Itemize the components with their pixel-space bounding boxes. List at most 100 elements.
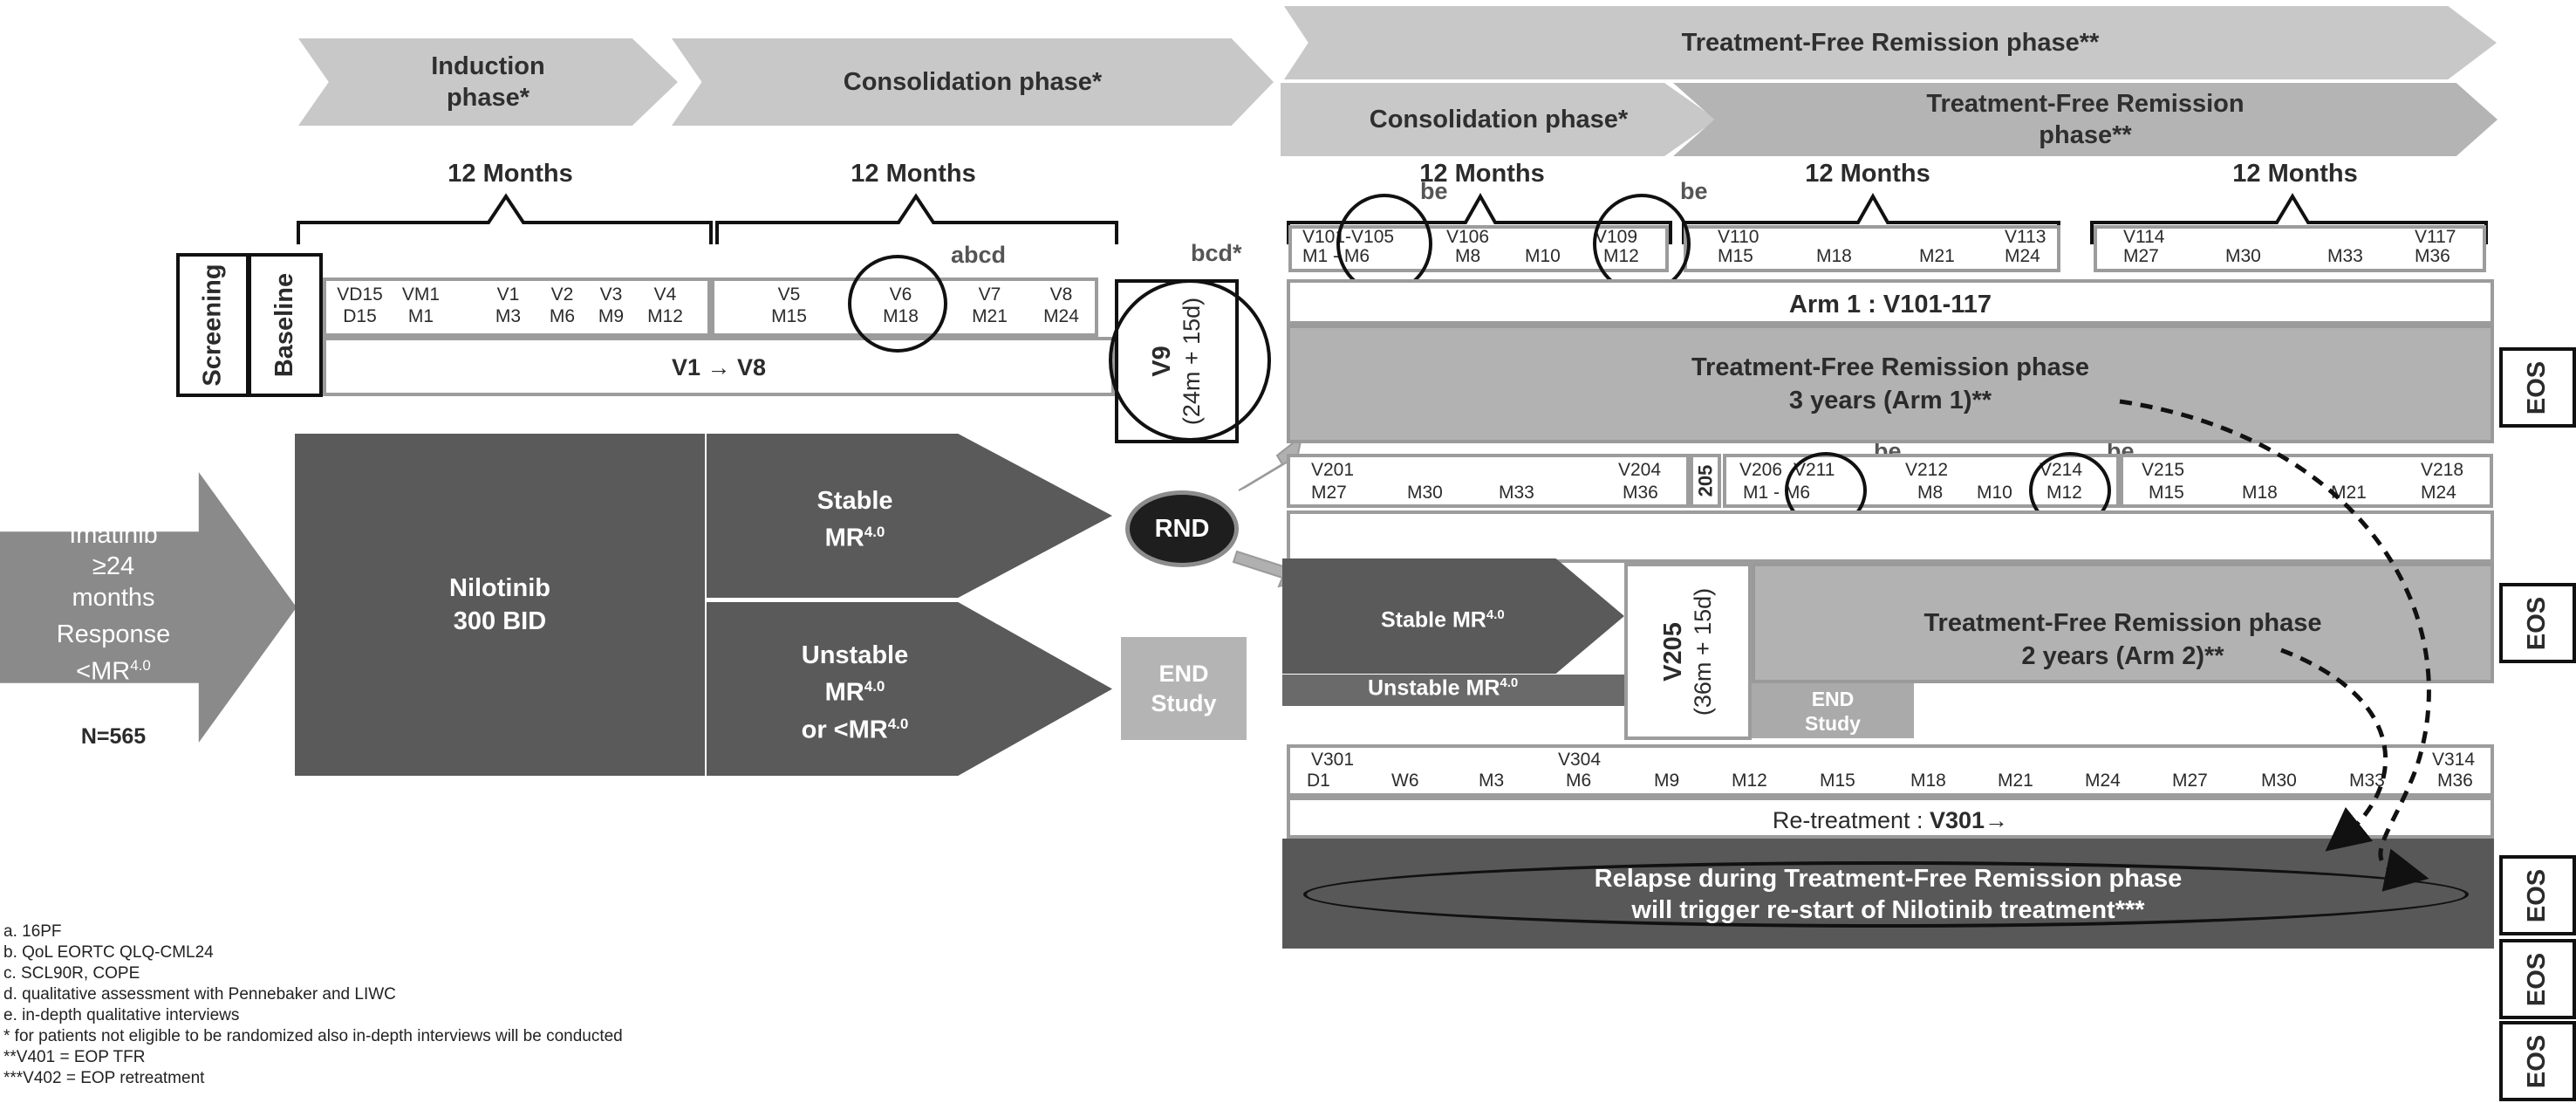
- response-criterion: <MR4.0: [76, 657, 151, 686]
- visit-code: V106: [1446, 227, 1490, 247]
- visit-month: M30: [2225, 246, 2261, 266]
- visit-month: M15: [771, 306, 807, 326]
- stable-branch-label: Stable: [817, 487, 893, 515]
- duration-label: 12 Months: [851, 160, 976, 188]
- imatinib-label: Imatinib: [69, 521, 158, 549]
- induction-phase-chevron: Induction phase*: [298, 38, 678, 126]
- visit-month: M24: [2005, 246, 2040, 266]
- relapse-ellipse: [1303, 861, 2469, 928]
- visit-code: V110: [1718, 227, 1759, 247]
- visit-code: V215: [2142, 460, 2185, 480]
- visit-code: V4: [653, 284, 677, 305]
- visit-month: M21: [1998, 771, 2033, 791]
- eos-box: EOS: [2499, 1021, 2576, 1101]
- visit-summary-label: V1 → V8: [671, 354, 767, 380]
- footnote: e. in-depth qualitative interviews: [3, 1006, 240, 1024]
- consolidation-phase-chevron-right: Consolidation phase*: [1281, 83, 1717, 156]
- eos-box: EOS: [2499, 583, 2576, 663]
- assessment-mark-bcd: bcd*: [1191, 240, 1242, 266]
- arm1-title-box: Arm 1 : V101-117: [1287, 279, 2494, 325]
- visit-month: M21: [2331, 483, 2367, 503]
- footnote: d. qualitative assessment with Pennebake…: [3, 985, 396, 1004]
- duration-label: 12 Months: [448, 160, 573, 188]
- visit-month: M36: [2437, 771, 2473, 791]
- visit-month: M10: [1525, 246, 1561, 266]
- eos-box: EOS: [2499, 347, 2576, 428]
- visit-month: M24: [1043, 306, 1079, 326]
- consolidation-phase-chevron-left: Consolidation phase*: [672, 38, 1274, 126]
- visit-code: VD15: [337, 284, 383, 305]
- visit-month: M3: [495, 306, 522, 326]
- footnote: * for patients not eligible to be random…: [3, 1027, 623, 1045]
- arm2-end-study-label: END Study: [1805, 687, 1861, 735]
- footnote: **V401 = EOP TFR: [3, 1048, 146, 1066]
- duration-label: 12 Months: [2232, 160, 2358, 188]
- visit-month: M15: [2149, 483, 2184, 503]
- visit-month: M9: [1654, 771, 1680, 791]
- relapse-line1: Relapse during Treatment-Free Remission …: [1594, 865, 2183, 893]
- retreatment-label: Re-treatment : V301→: [1772, 807, 2009, 833]
- visit-code: V8: [1049, 284, 1073, 305]
- imatinib-text: Imatinib ≥24 months Response <MR4.0: [0, 519, 227, 688]
- tfr-phase-label-top: Treatment-Free Remission phase**: [1681, 29, 2100, 57]
- visit-code: V7: [978, 284, 1001, 305]
- visit-month: M15: [1820, 771, 1855, 791]
- retreatment-label-box: Re-treatment : V301→: [1287, 797, 2494, 839]
- nilotinib-block: Nilotinib 300 BID: [295, 434, 705, 776]
- arm2-tfr-line2: 2 years (Arm 2)**: [2021, 642, 2224, 670]
- response-label: Response: [56, 620, 171, 648]
- stable-mr-arrow: [1282, 558, 1624, 674]
- footnote: ***V402 = EOP retreatment: [3, 1069, 205, 1087]
- visit-month: M21: [972, 306, 1008, 326]
- visit-month: M12: [647, 306, 683, 326]
- visit-month: M36: [1623, 483, 1658, 503]
- visit-code: V314: [2432, 750, 2476, 770]
- arm1-visit-block-3: [2094, 225, 2486, 272]
- consolidation-phase-label-left: Consolidation phase*: [843, 68, 1103, 96]
- stable-branch-mr: MR: [824, 524, 864, 552]
- arm1-title: Arm 1 : V101-117: [1788, 291, 1992, 319]
- arm1-visit-block-2: [1684, 225, 2060, 272]
- visit-month: D1: [1307, 771, 1330, 791]
- arm2-visit-block-1: [1287, 454, 1690, 508]
- assessment-circle: [1109, 279, 1271, 442]
- visit-month: M21: [1919, 246, 1955, 266]
- visit-month: M18: [2242, 483, 2278, 503]
- visit-month: M24: [2085, 771, 2121, 791]
- arm2-tfr-line1: Treatment-Free Remission phase: [1923, 609, 2322, 637]
- visit-code: VM1: [401, 284, 441, 305]
- visit-code: V204: [1618, 460, 1662, 480]
- sample-size-label: N=565: [80, 724, 147, 749]
- nilotinib-label: Nilotinib: [449, 574, 550, 602]
- footnote: b. QoL EORTC QLQ-CML24: [3, 943, 214, 962]
- tfr-phase-chevron-top: Treatment-Free Remission phase**: [1284, 6, 2497, 79]
- visit-month: M15: [1718, 246, 1753, 266]
- relapse-text: Relapse during Treatment-Free Remission …: [1282, 863, 2494, 926]
- imatinib-duration-unit: months: [72, 584, 155, 612]
- visit-month: D15: [343, 306, 377, 326]
- visit-month: M12: [1732, 771, 1767, 791]
- visit-month: M8: [1917, 483, 1944, 503]
- visit-code: V301: [1311, 750, 1355, 770]
- arm1-tfr-line2: 3 years (Arm 1)**: [1788, 387, 1992, 414]
- assessment-mark-be: be: [1420, 178, 1448, 204]
- relapse-line2: will trigger re-start of Nilotinib treat…: [1631, 896, 2145, 924]
- visit-code: V304: [1558, 750, 1602, 770]
- stable-mr-label: Stable MR4.0: [1381, 607, 1505, 633]
- visit-code: V212: [1905, 460, 1949, 480]
- nilotinib-dose: 300 BID: [453, 607, 547, 635]
- consolidation-phase-label-right: Consolidation phase*: [1369, 106, 1629, 134]
- v205-box: V205 (36m + 15d): [1624, 563, 1752, 740]
- visit-code: V2: [550, 284, 574, 305]
- visit-code: V3: [599, 284, 623, 305]
- retreatment-visit-row: [1287, 744, 2494, 797]
- visit-month: M33: [1499, 483, 1534, 503]
- randomization-label: RND: [1154, 514, 1210, 543]
- visit-month: M6: [549, 306, 576, 326]
- visit-month: M18: [1816, 246, 1852, 266]
- unstable-branch-text: Unstable MR4.0 or <MR4.0: [768, 640, 942, 745]
- visit-code: V114: [2123, 227, 2165, 247]
- imatinib-duration-value: ≥24: [92, 552, 135, 580]
- arm1-tfr-block: Treatment-Free Remission phase 3 years (…: [1287, 325, 2494, 443]
